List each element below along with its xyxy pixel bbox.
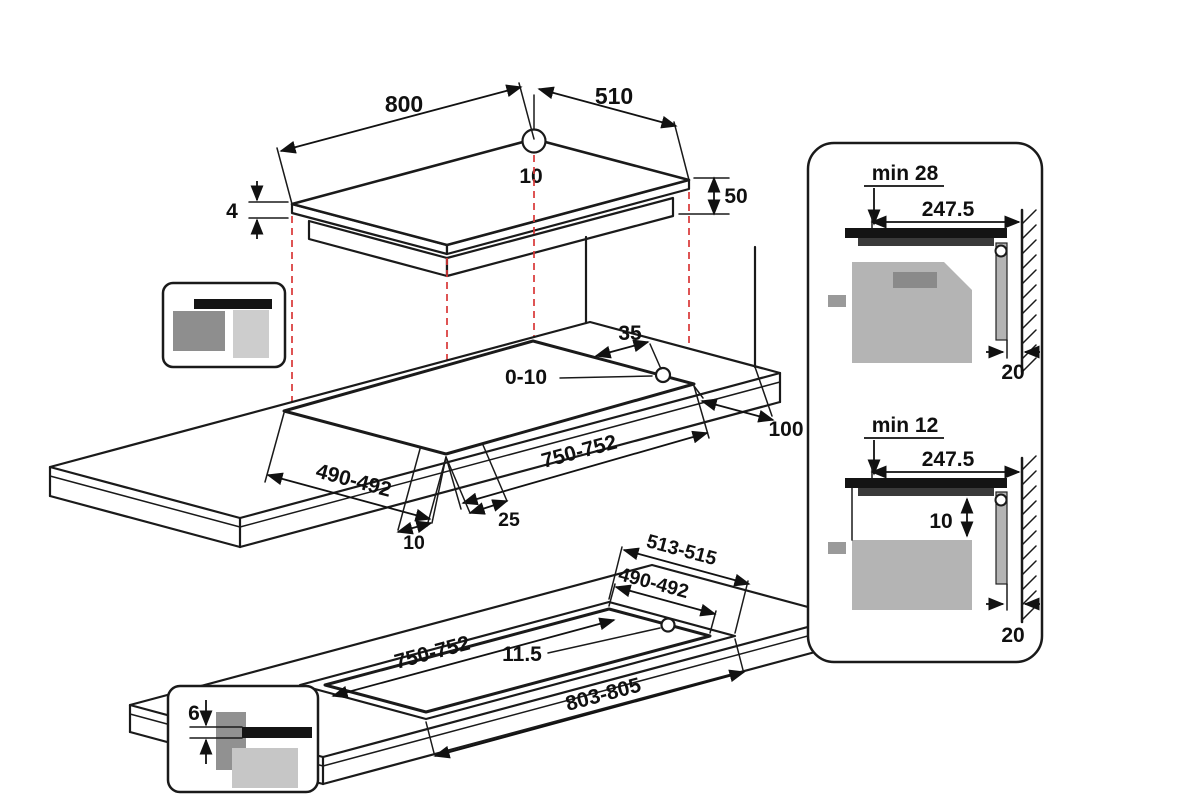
fixing-screw-marker <box>994 493 1008 507</box>
worktop-bottom-edge <box>48 494 242 549</box>
hob-body-section <box>858 238 994 246</box>
dim-line-side-clearance <box>700 398 775 423</box>
ext-line <box>445 456 462 510</box>
glass-edge-bar <box>242 727 312 738</box>
hob-hole-marker <box>521 128 547 154</box>
dim-recess-label: 10 <box>929 510 952 533</box>
dim-wall-distance-label: 247.5 <box>922 448 975 471</box>
dim-side-gap-label: 20 <box>1001 361 1024 384</box>
ext-line <box>425 721 435 754</box>
side-trim-strip <box>995 491 1008 585</box>
dim-line-corner-radius <box>396 520 433 535</box>
laminate-line <box>49 475 241 528</box>
fixing-clamp <box>828 542 846 554</box>
ext-line <box>608 583 616 607</box>
ext-line <box>608 546 623 600</box>
dim-corner-radius-label: 10 <box>403 532 425 554</box>
dim-hole-play-label: 0-10 <box>505 366 547 389</box>
cabinet-section <box>852 262 972 363</box>
side-trim-strip <box>995 242 1008 341</box>
dim-side-clearance-label: 100 <box>768 418 803 441</box>
dim-line-back-gap <box>594 339 650 359</box>
cutout-opening <box>282 339 696 456</box>
ext-line <box>673 121 690 181</box>
ext-line <box>276 147 293 205</box>
cabinet-section <box>852 540 972 610</box>
dim-line-flush-inner-width <box>331 617 616 699</box>
ext-line <box>734 580 749 634</box>
hob-body-section <box>858 488 994 496</box>
edge-detail-inset: 6 <box>166 684 320 794</box>
cabinet-vent <box>893 272 937 288</box>
dim-line-flush-inner-depth <box>614 584 717 617</box>
dim-glass-height-label: 6 <box>188 702 200 725</box>
ext-line <box>264 412 285 483</box>
dim-line-flush-outer-depth <box>622 547 751 587</box>
wall-section-panel: min 28 247.5 20 min 12 247.5 <box>806 141 1044 664</box>
hob-glass-section <box>845 478 1007 488</box>
ext-line <box>397 448 421 531</box>
section-standard: min 28 247.5 20 <box>828 162 1040 384</box>
dim-line-hob-width <box>279 84 523 154</box>
dim-ledge-label: 11.5 <box>502 643 542 666</box>
dim-line-hob-depth <box>537 86 678 129</box>
dim-side-gap-label: 20 <box>1001 624 1024 647</box>
hob-glass-section <box>845 228 1007 238</box>
ext-line <box>431 456 447 524</box>
dim-hob-width-label: 800 <box>385 91 423 117</box>
ext-line <box>693 385 704 399</box>
dim-min-clearance-label: min 12 <box>872 414 939 437</box>
leader-line <box>547 627 661 654</box>
clamp-detail-inset <box>161 281 287 369</box>
cabinet-block <box>232 748 298 788</box>
glass-edge-bar <box>194 299 272 309</box>
cutout-hole-marker <box>654 366 672 384</box>
flush-hole-marker <box>660 617 676 633</box>
ext-line <box>734 638 744 671</box>
section-flush: min 12 247.5 10 20 <box>828 414 1040 647</box>
dim-line-front-inset <box>468 499 509 515</box>
leader-line <box>559 375 653 379</box>
ext-line <box>649 343 662 370</box>
fixing-clamp <box>828 295 846 307</box>
hob-isometric-view: 800 510 10 4 50 <box>226 82 748 278</box>
cabinet-block <box>173 311 225 351</box>
panel-block <box>233 310 269 358</box>
ext-line <box>445 456 471 514</box>
dim-wall-distance-label: 247.5 <box>922 198 975 221</box>
dim-front-inset-label: 25 <box>498 509 520 531</box>
dim-back-gap-label: 35 <box>618 322 642 345</box>
dim-hob-depth-label: 510 <box>595 83 633 109</box>
ext-line <box>482 444 508 502</box>
dim-hole-label: 10 <box>519 165 542 188</box>
fixing-screw-marker <box>994 244 1008 258</box>
dim-min-clearance-label: min 28 <box>872 162 939 185</box>
dim-line-flush-outer-width <box>433 669 746 759</box>
dim-body-height-label: 50 <box>724 185 747 208</box>
dim-glass-thickness-label: 4 <box>226 200 238 223</box>
